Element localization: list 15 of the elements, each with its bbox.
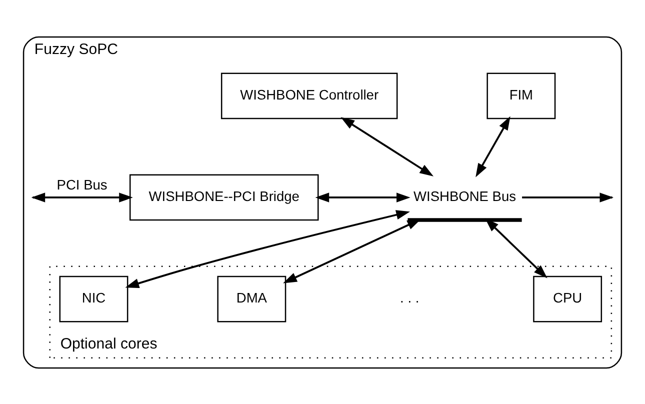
arrow [476,116,510,177]
arrow [315,192,410,202]
arrow [125,210,410,288]
node-box: WISHBONE Controller [220,72,398,119]
node-box: WISHBONE--PCI Bridge [129,174,319,220]
edge-label: PCI Bus [56,177,108,192]
node-box: NIC [59,275,128,322]
node-box: CPU [533,275,602,322]
node-box: DMA [217,275,286,322]
arrow [340,116,434,176]
arrow [283,218,422,283]
node-text: WISHBONE Bus [414,188,516,204]
arrow [485,218,548,278]
node-box: FIM [486,72,556,119]
label: . . . [400,290,420,306]
